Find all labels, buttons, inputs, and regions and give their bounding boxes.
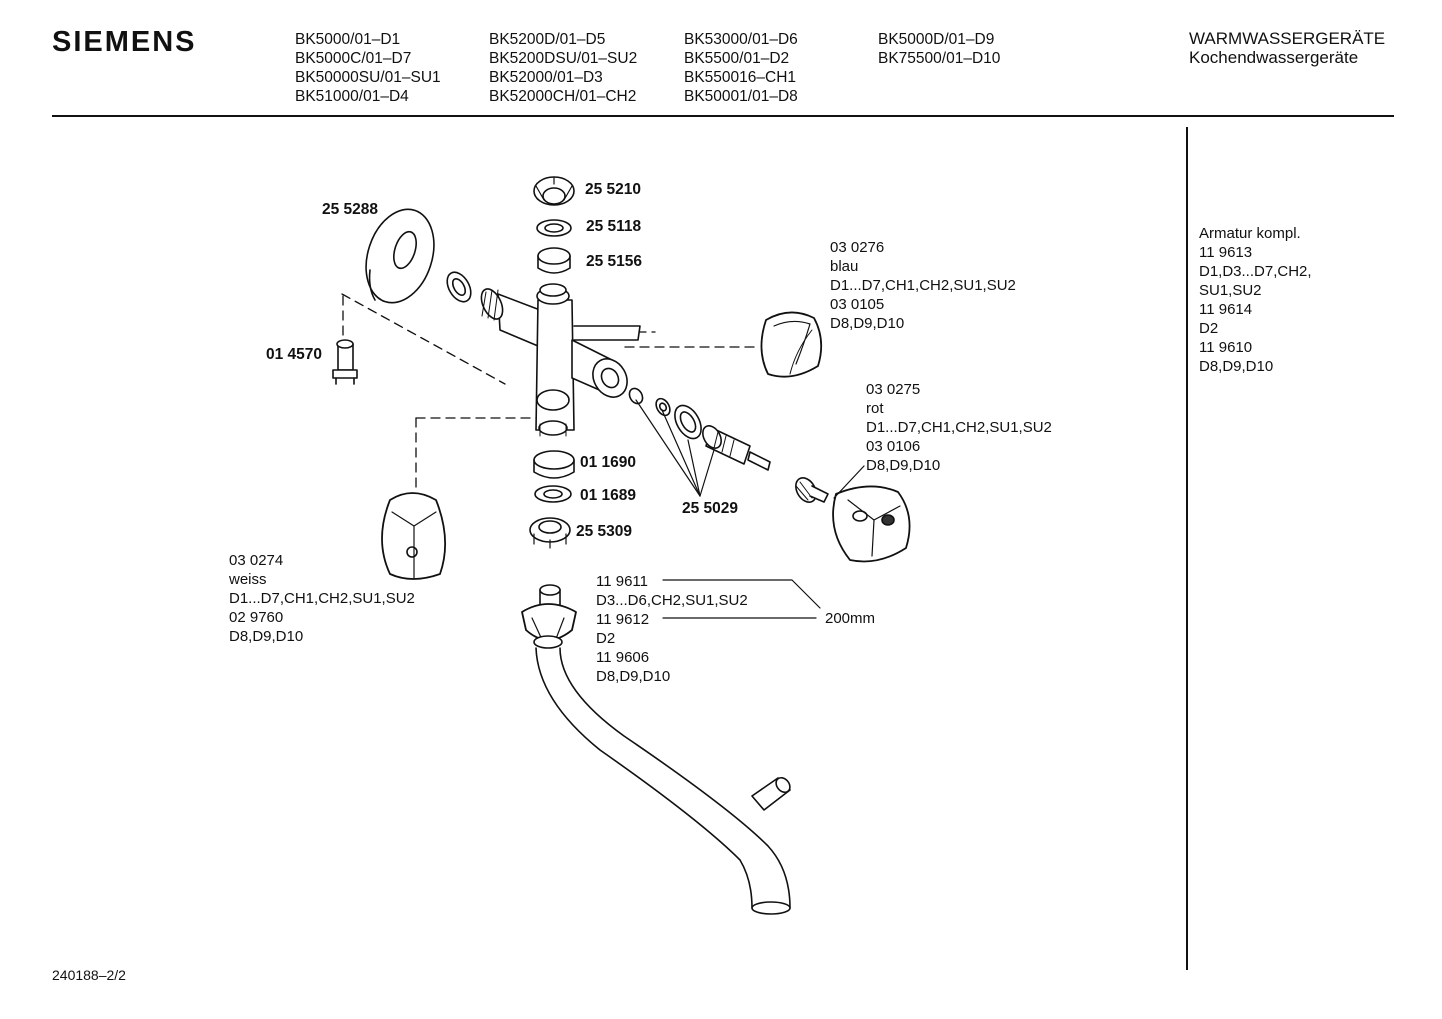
category-title: WARMWASSERGERÄTE	[1189, 29, 1386, 48]
callout-line: rot	[866, 400, 884, 417]
blue-knob-callout: 03 0276 blau D1...D7,CH1,CH2,SU1,SU2 03 …	[830, 238, 1016, 333]
callout-line: weiss	[229, 571, 267, 588]
model-number: BK50001/01–D8	[684, 88, 798, 105]
white-knob-callout: 03 0274 weiss D1...D7,CH1,CH2,SU1,SU2 02…	[229, 551, 415, 646]
spout-callout: 11 9611 D3...D6,CH2,SU1,SU2 11 9612 D2 1…	[596, 572, 748, 686]
bottom-sleeve	[533, 450, 575, 479]
callout-line: 11 9606	[596, 649, 650, 666]
header-divider	[52, 115, 1394, 117]
model-number: BK5000D/01–D9	[878, 31, 995, 48]
sidebar-line: D1,D3...D7,CH2,	[1199, 263, 1312, 280]
part-number-bottom-nut: 25 5309	[576, 523, 633, 540]
callout-line: 02 9760	[229, 609, 284, 626]
sidebar-heading: Armatur kompl.	[1199, 225, 1301, 242]
sidebar-line: D8,D9,D10	[1199, 358, 1274, 375]
part-number-bottom-washer: 01 1689	[580, 487, 637, 504]
model-number: BK51000/01–D4	[295, 88, 409, 105]
callout-line: 03 0106	[866, 438, 921, 455]
spindle-adapter	[795, 477, 829, 503]
model-list-column-4: BK5000D/01–D9 BK75500/01–D10	[878, 30, 1000, 68]
spout-length-label: 200mm	[825, 610, 876, 627]
model-number: BK52000/01–D3	[489, 69, 603, 86]
model-number: BK50000SU/01–SU1	[295, 69, 441, 86]
top-union-nut	[533, 176, 575, 206]
callout-line: D1...D7,CH1,CH2,SU1,SU2	[229, 590, 415, 607]
sidebar-line: 11 9613	[1199, 244, 1253, 261]
bottom-nut	[529, 517, 571, 549]
top-washer	[536, 219, 572, 237]
part-number-bottom-sleeve: 01 1690	[580, 454, 637, 471]
callout-line: 03 0276	[830, 239, 885, 256]
valve-insert-parts	[628, 387, 771, 471]
model-list-column-2: BK5200D/01–D5 BK5200DSU/01–SU2 BK52000/0…	[489, 30, 637, 106]
assembly-sidebar: Armatur kompl. 11 9613 D1,D3...D7,CH2, S…	[1199, 224, 1312, 376]
rosette-plate	[365, 208, 435, 304]
category-subtitle: Kochendwassergeräte	[1189, 48, 1359, 67]
model-number: BK5500/01–D2	[684, 50, 790, 67]
exploded-parts-drawing	[332, 176, 911, 915]
top-sleeve	[537, 247, 571, 274]
part-number-rosette: 25 5288	[322, 201, 379, 218]
mixer-body	[480, 283, 641, 437]
sidebar-line: 11 9614	[1199, 301, 1253, 318]
part-number-valve-set: 25 5029	[682, 500, 739, 517]
red-tap-knob	[832, 485, 911, 563]
red-knob-callout: 03 0275 rot D1...D7,CH1,CH2,SU1,SU2 03 0…	[866, 380, 1052, 475]
part-number-nipple: 01 4570	[266, 346, 323, 363]
callout-line: D3...D6,CH2,SU1,SU2	[596, 592, 748, 609]
blue-tap-knob	[760, 311, 823, 378]
bottom-washer	[534, 485, 572, 503]
swivel-spout	[521, 584, 791, 915]
callout-line: 03 0275	[866, 381, 921, 398]
callout-line: D8,D9,D10	[596, 668, 671, 685]
part-number-top-nut: 25 5210	[585, 181, 642, 198]
callout-line: D1...D7,CH1,CH2,SU1,SU2	[830, 277, 1016, 294]
callout-line: 03 0274	[229, 552, 284, 569]
document-reference: 240188–2/2	[52, 967, 126, 983]
callout-line: 03 0105	[830, 296, 885, 313]
callout-line: 11 9612	[596, 611, 650, 628]
callout-line: D8,D9,D10	[866, 457, 941, 474]
callout-line: D1...D7,CH1,CH2,SU1,SU2	[866, 419, 1052, 436]
model-number: BK5000C/01–D7	[295, 50, 412, 67]
sidebar-line: 11 9610	[1199, 339, 1253, 356]
white-tap-knob	[381, 492, 447, 580]
callout-line: D8,D9,D10	[229, 628, 304, 645]
callout-line: 11 9611	[596, 573, 648, 590]
model-number: BK52000CH/01–CH2	[489, 88, 637, 105]
model-number: BK75500/01–D10	[878, 50, 1001, 67]
sidebar-divider	[1186, 127, 1188, 970]
model-number: BK53000/01–D6	[684, 31, 798, 48]
category-heading: WARMWASSERGERÄTE Kochendwassergeräte	[1189, 29, 1385, 67]
callout-line: D8,D9,D10	[830, 315, 905, 332]
nipple-screw	[332, 339, 358, 385]
siemens-logo: SIEMENS	[52, 26, 197, 58]
callout-line: D2	[596, 630, 616, 647]
sidebar-line: SU1,SU2	[1199, 282, 1262, 299]
model-list-column-3: BK53000/01–D6 BK5500/01–D2 BK550016–CH1 …	[684, 30, 798, 106]
part-number-top-sleeve: 25 5156	[586, 253, 643, 270]
model-number: BK5200DSU/01–SU2	[489, 50, 638, 67]
callout-line: blau	[830, 258, 859, 275]
o-ring	[446, 271, 472, 303]
sidebar-line: D2	[1199, 320, 1219, 337]
model-number: BK550016–CH1	[684, 69, 797, 86]
model-list-column-1: BK5000/01–D1 BK5000C/01–D7 BK50000SU/01–…	[295, 30, 441, 106]
red-knob-leader	[833, 465, 865, 499]
part-number-top-washer: 25 5118	[586, 218, 642, 235]
part-leader-lines	[635, 399, 715, 497]
model-number: BK5200D/01–D5	[489, 31, 606, 48]
model-number: BK5000/01–D1	[295, 31, 401, 48]
spout-length-leader	[662, 579, 821, 619]
